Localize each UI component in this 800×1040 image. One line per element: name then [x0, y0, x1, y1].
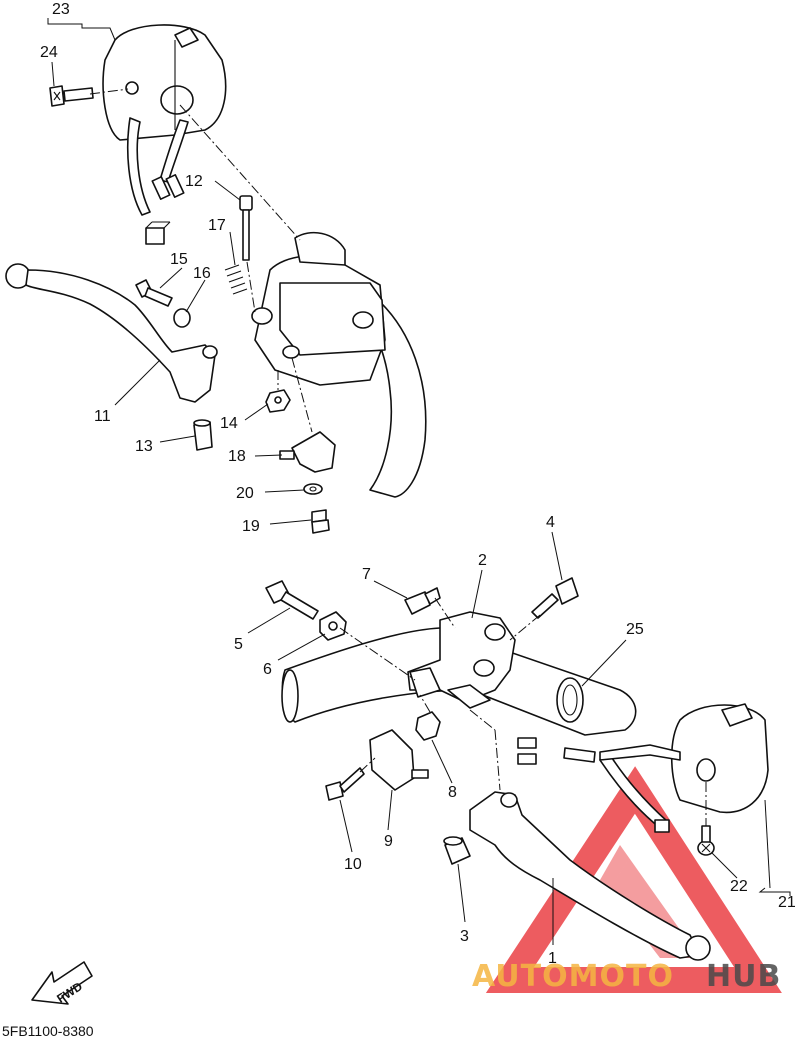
callout-21: 21: [778, 894, 796, 911]
screw-22: [697, 825, 715, 856]
bolt-4: [531, 577, 579, 619]
callout-1: 1: [548, 950, 557, 967]
callout-4: 4: [546, 514, 555, 531]
callout-17: 17: [208, 217, 226, 234]
callout-15: 15: [170, 251, 188, 268]
switch-9: [369, 729, 429, 791]
callout-14: 14: [220, 415, 238, 432]
callout-7: 7: [362, 566, 371, 583]
nut-14: [265, 389, 291, 413]
collar-13: [193, 419, 213, 451]
screw-10: [325, 767, 365, 801]
diagram-code: 5FB1100-8380: [2, 1023, 94, 1039]
callout-22: 22: [730, 878, 748, 895]
lower-lever-1: [469, 791, 711, 961]
watermark-text-b: HUB: [706, 959, 781, 994]
nut-16: [173, 308, 191, 328]
callout-12: 12: [185, 173, 203, 190]
leader-lines: [47, 18, 791, 945]
callout-24: 24: [40, 44, 58, 61]
callout-2: 2: [478, 552, 487, 569]
collar-3: [443, 836, 471, 865]
callout-10: 10: [344, 856, 362, 873]
bolt-15: [135, 279, 173, 307]
bolt-12: [239, 195, 253, 261]
bolt-7: [404, 587, 441, 615]
lower-assembly-lines: [339, 597, 707, 826]
callout-11: 11: [94, 408, 111, 425]
washer-20: [303, 483, 323, 495]
watermark-text: AUTOMOTO HUB: [472, 959, 781, 994]
watermark-text-a: AUTOMOTO: [472, 959, 674, 994]
spring-17: [224, 264, 248, 295]
upper-handlebar: [359, 299, 427, 498]
callout-3: 3: [460, 928, 469, 945]
callout-13: 13: [135, 438, 153, 455]
callout-9: 9: [384, 833, 393, 850]
screw-19: [311, 509, 330, 534]
callout-25: 25: [626, 621, 644, 638]
callout-16: 16: [193, 265, 211, 282]
nut-6: [319, 611, 347, 641]
right-switch-housing: [517, 703, 769, 833]
callout-5: 5: [234, 636, 243, 653]
callout-19: 19: [242, 518, 260, 535]
left-switch-housing: [102, 24, 227, 245]
ring-25: [556, 677, 584, 723]
bolt-5: [265, 580, 319, 620]
nut-8: [415, 711, 441, 741]
callout-23: 23: [52, 1, 70, 18]
callout-6: 6: [263, 661, 272, 678]
upper-lever-bracket: [251, 231, 386, 386]
callout-numbers: 23 24 12 17 15 16 11 13 14 18 20 19 7 2 …: [40, 1, 796, 967]
upper-lever-11: [5, 263, 218, 403]
callout-8: 8: [448, 784, 457, 801]
master-cylinder-bracket-2: [407, 611, 516, 709]
upper-assembly-lines: [89, 88, 313, 433]
fwd-arrow: FWD: [31, 961, 93, 1006]
switch-18: [279, 431, 336, 473]
callout-18: 18: [228, 448, 246, 465]
callout-20: 20: [236, 485, 254, 502]
screw-24: [49, 85, 94, 107]
